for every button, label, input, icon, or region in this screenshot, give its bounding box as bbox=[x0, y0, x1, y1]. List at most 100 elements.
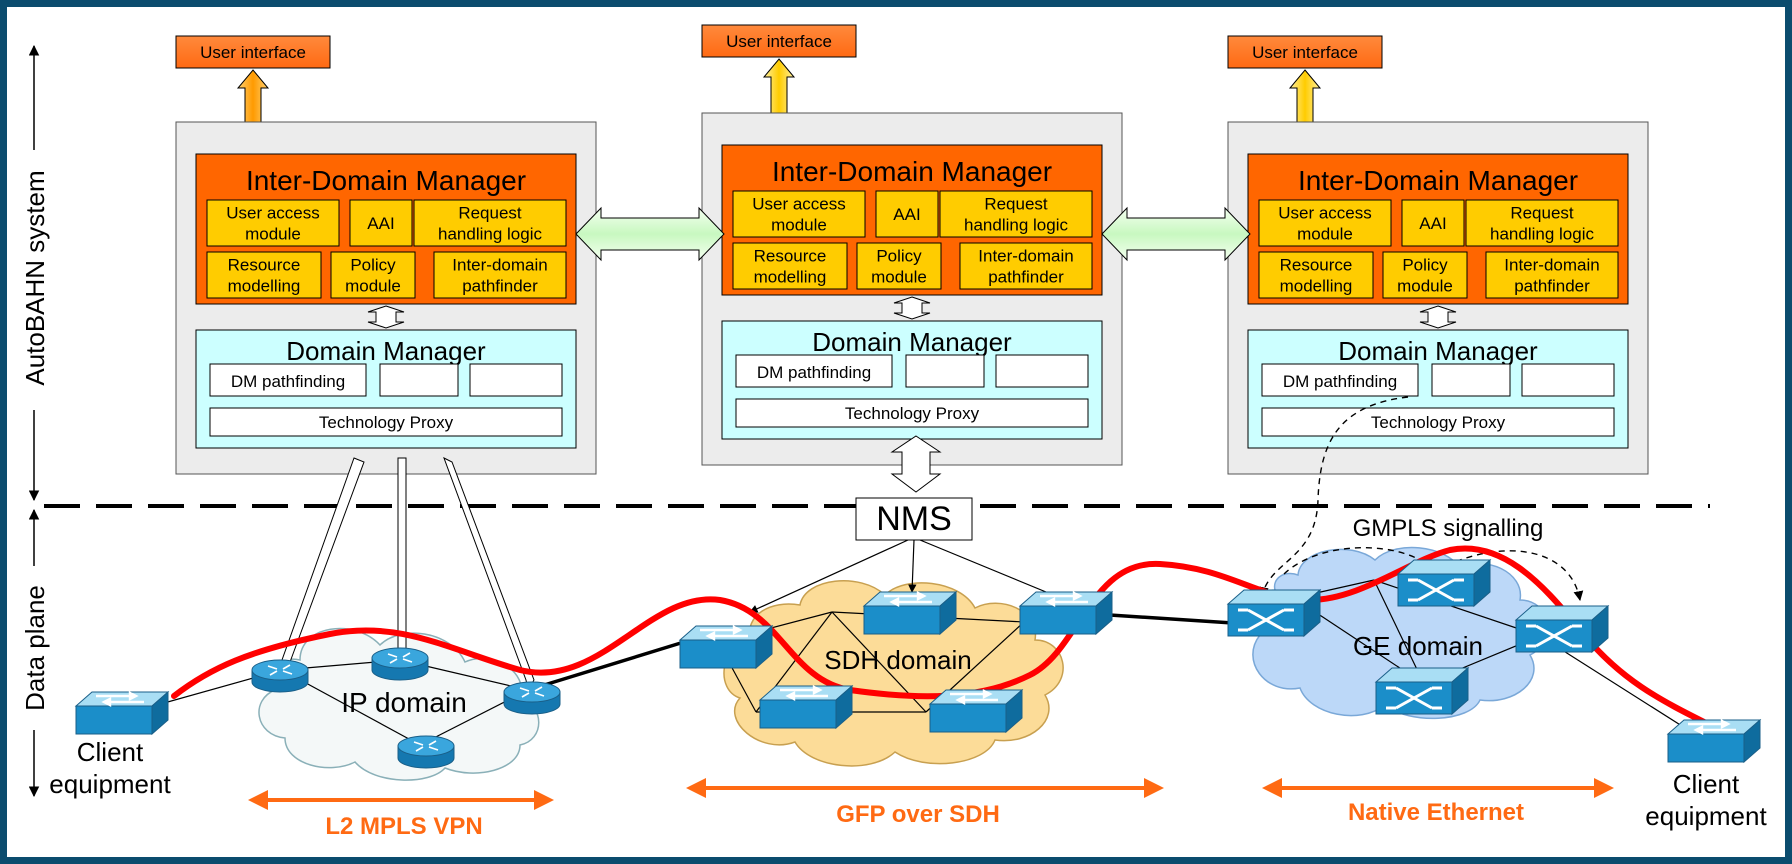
dm-empty-module-1 bbox=[1431, 363, 1511, 397]
end-to-end-lightpath bbox=[171, 545, 1715, 729]
client-switch-right[interactable] bbox=[1666, 718, 1762, 764]
idm-title: Inter-Domain Manager bbox=[772, 156, 1052, 187]
aai-module-label: AAI bbox=[1419, 214, 1446, 233]
nms-label: NMS bbox=[876, 500, 952, 538]
idm-dm-arrow bbox=[1419, 305, 1457, 329]
nms-box[interactable]: NMS bbox=[855, 497, 973, 541]
aai-module[interactable]: AAI bbox=[349, 199, 413, 247]
dm-pathfinding-box[interactable]: DM pathfinding bbox=[735, 354, 893, 388]
user-interface-box[interactable]: User interface bbox=[701, 24, 857, 58]
technology-proxy-label: Technology Proxy bbox=[1371, 413, 1506, 432]
user-interface-label: User interface bbox=[200, 43, 306, 62]
idm-link-arrow-2[interactable] bbox=[1101, 206, 1251, 262]
dm-pathfinding-box[interactable]: DM pathfinding bbox=[1261, 363, 1419, 397]
sdh-switch-4[interactable] bbox=[758, 684, 854, 730]
data-plane-label: Data plane bbox=[20, 585, 50, 711]
user-interface-box[interactable]: User interface bbox=[175, 35, 331, 69]
ip-router-4[interactable] bbox=[397, 735, 455, 769]
dm-title: Domain Manager bbox=[1338, 336, 1538, 366]
dm-title: Domain Manager bbox=[812, 327, 1012, 357]
aai-module-label: AAI bbox=[367, 214, 394, 233]
proxy-nms-arrow[interactable] bbox=[890, 435, 942, 493]
user-interface-box[interactable]: User interface bbox=[1227, 35, 1383, 69]
sdh-switch-3[interactable] bbox=[1018, 590, 1114, 636]
ip-router-3[interactable] bbox=[503, 681, 561, 715]
idm-link-arrow-1[interactable] bbox=[575, 206, 725, 262]
ip-domain-label: IP domain bbox=[341, 687, 467, 718]
dm-title: Domain Manager bbox=[286, 336, 486, 366]
ge-switch-3[interactable] bbox=[1514, 604, 1610, 654]
technology-proxy-box[interactable]: Technology Proxy bbox=[209, 407, 563, 437]
tech-native-ethernet: Native Ethernet bbox=[1348, 799, 1524, 826]
technology-spans: L2 MPLS VPN GFP over SDH Native Ethernet bbox=[248, 778, 1614, 840]
sdh-switch-2[interactable] bbox=[862, 590, 958, 636]
idm-dm-arrow bbox=[893, 296, 931, 320]
ge-switch-4[interactable] bbox=[1374, 666, 1470, 716]
aai-module[interactable]: AAI bbox=[1401, 199, 1465, 247]
ip-router-1[interactable] bbox=[251, 659, 309, 693]
technology-proxy-label: Technology Proxy bbox=[845, 404, 980, 423]
left-axis: AutoBAHN system Data plane bbox=[14, 44, 54, 798]
client-switch-left[interactable] bbox=[74, 690, 170, 736]
technology-proxy-box[interactable]: Technology Proxy bbox=[1261, 407, 1615, 437]
ge-switch-1[interactable] bbox=[1226, 588, 1322, 638]
ge-switch-2[interactable] bbox=[1396, 558, 1492, 608]
user-interface-label: User interface bbox=[726, 32, 832, 51]
dm-empty-module-2 bbox=[469, 363, 563, 397]
sdh-switch-1[interactable] bbox=[678, 624, 774, 670]
dm-pathfinding-box[interactable]: DM pathfinding bbox=[209, 363, 367, 397]
ip-router-2[interactable] bbox=[371, 647, 429, 681]
idm-title: Inter-Domain Manager bbox=[246, 165, 526, 196]
sdh-switch-5[interactable] bbox=[928, 688, 1024, 734]
dm-pathfinding-label: DM pathfinding bbox=[231, 372, 345, 391]
gmpls-signalling-label: GMPLS signalling bbox=[1353, 515, 1544, 542]
gmpls-signalling-paths bbox=[1259, 396, 1584, 601]
technology-proxy-box[interactable]: Technology Proxy bbox=[735, 398, 1089, 428]
dm-pathfinding-label: DM pathfinding bbox=[757, 363, 871, 382]
aai-module[interactable]: AAI bbox=[875, 190, 939, 238]
ge-domain-label: GE domain bbox=[1353, 631, 1483, 661]
dm-empty-module-1 bbox=[905, 354, 985, 388]
autobahn-system-label: AutoBAHN system bbox=[20, 170, 50, 385]
dm-empty-module-2 bbox=[995, 354, 1089, 388]
idm-dm-arrow bbox=[367, 305, 405, 329]
dm-empty-module-2 bbox=[1521, 363, 1615, 397]
dm-pathfinding-label: DM pathfinding bbox=[1283, 372, 1397, 391]
